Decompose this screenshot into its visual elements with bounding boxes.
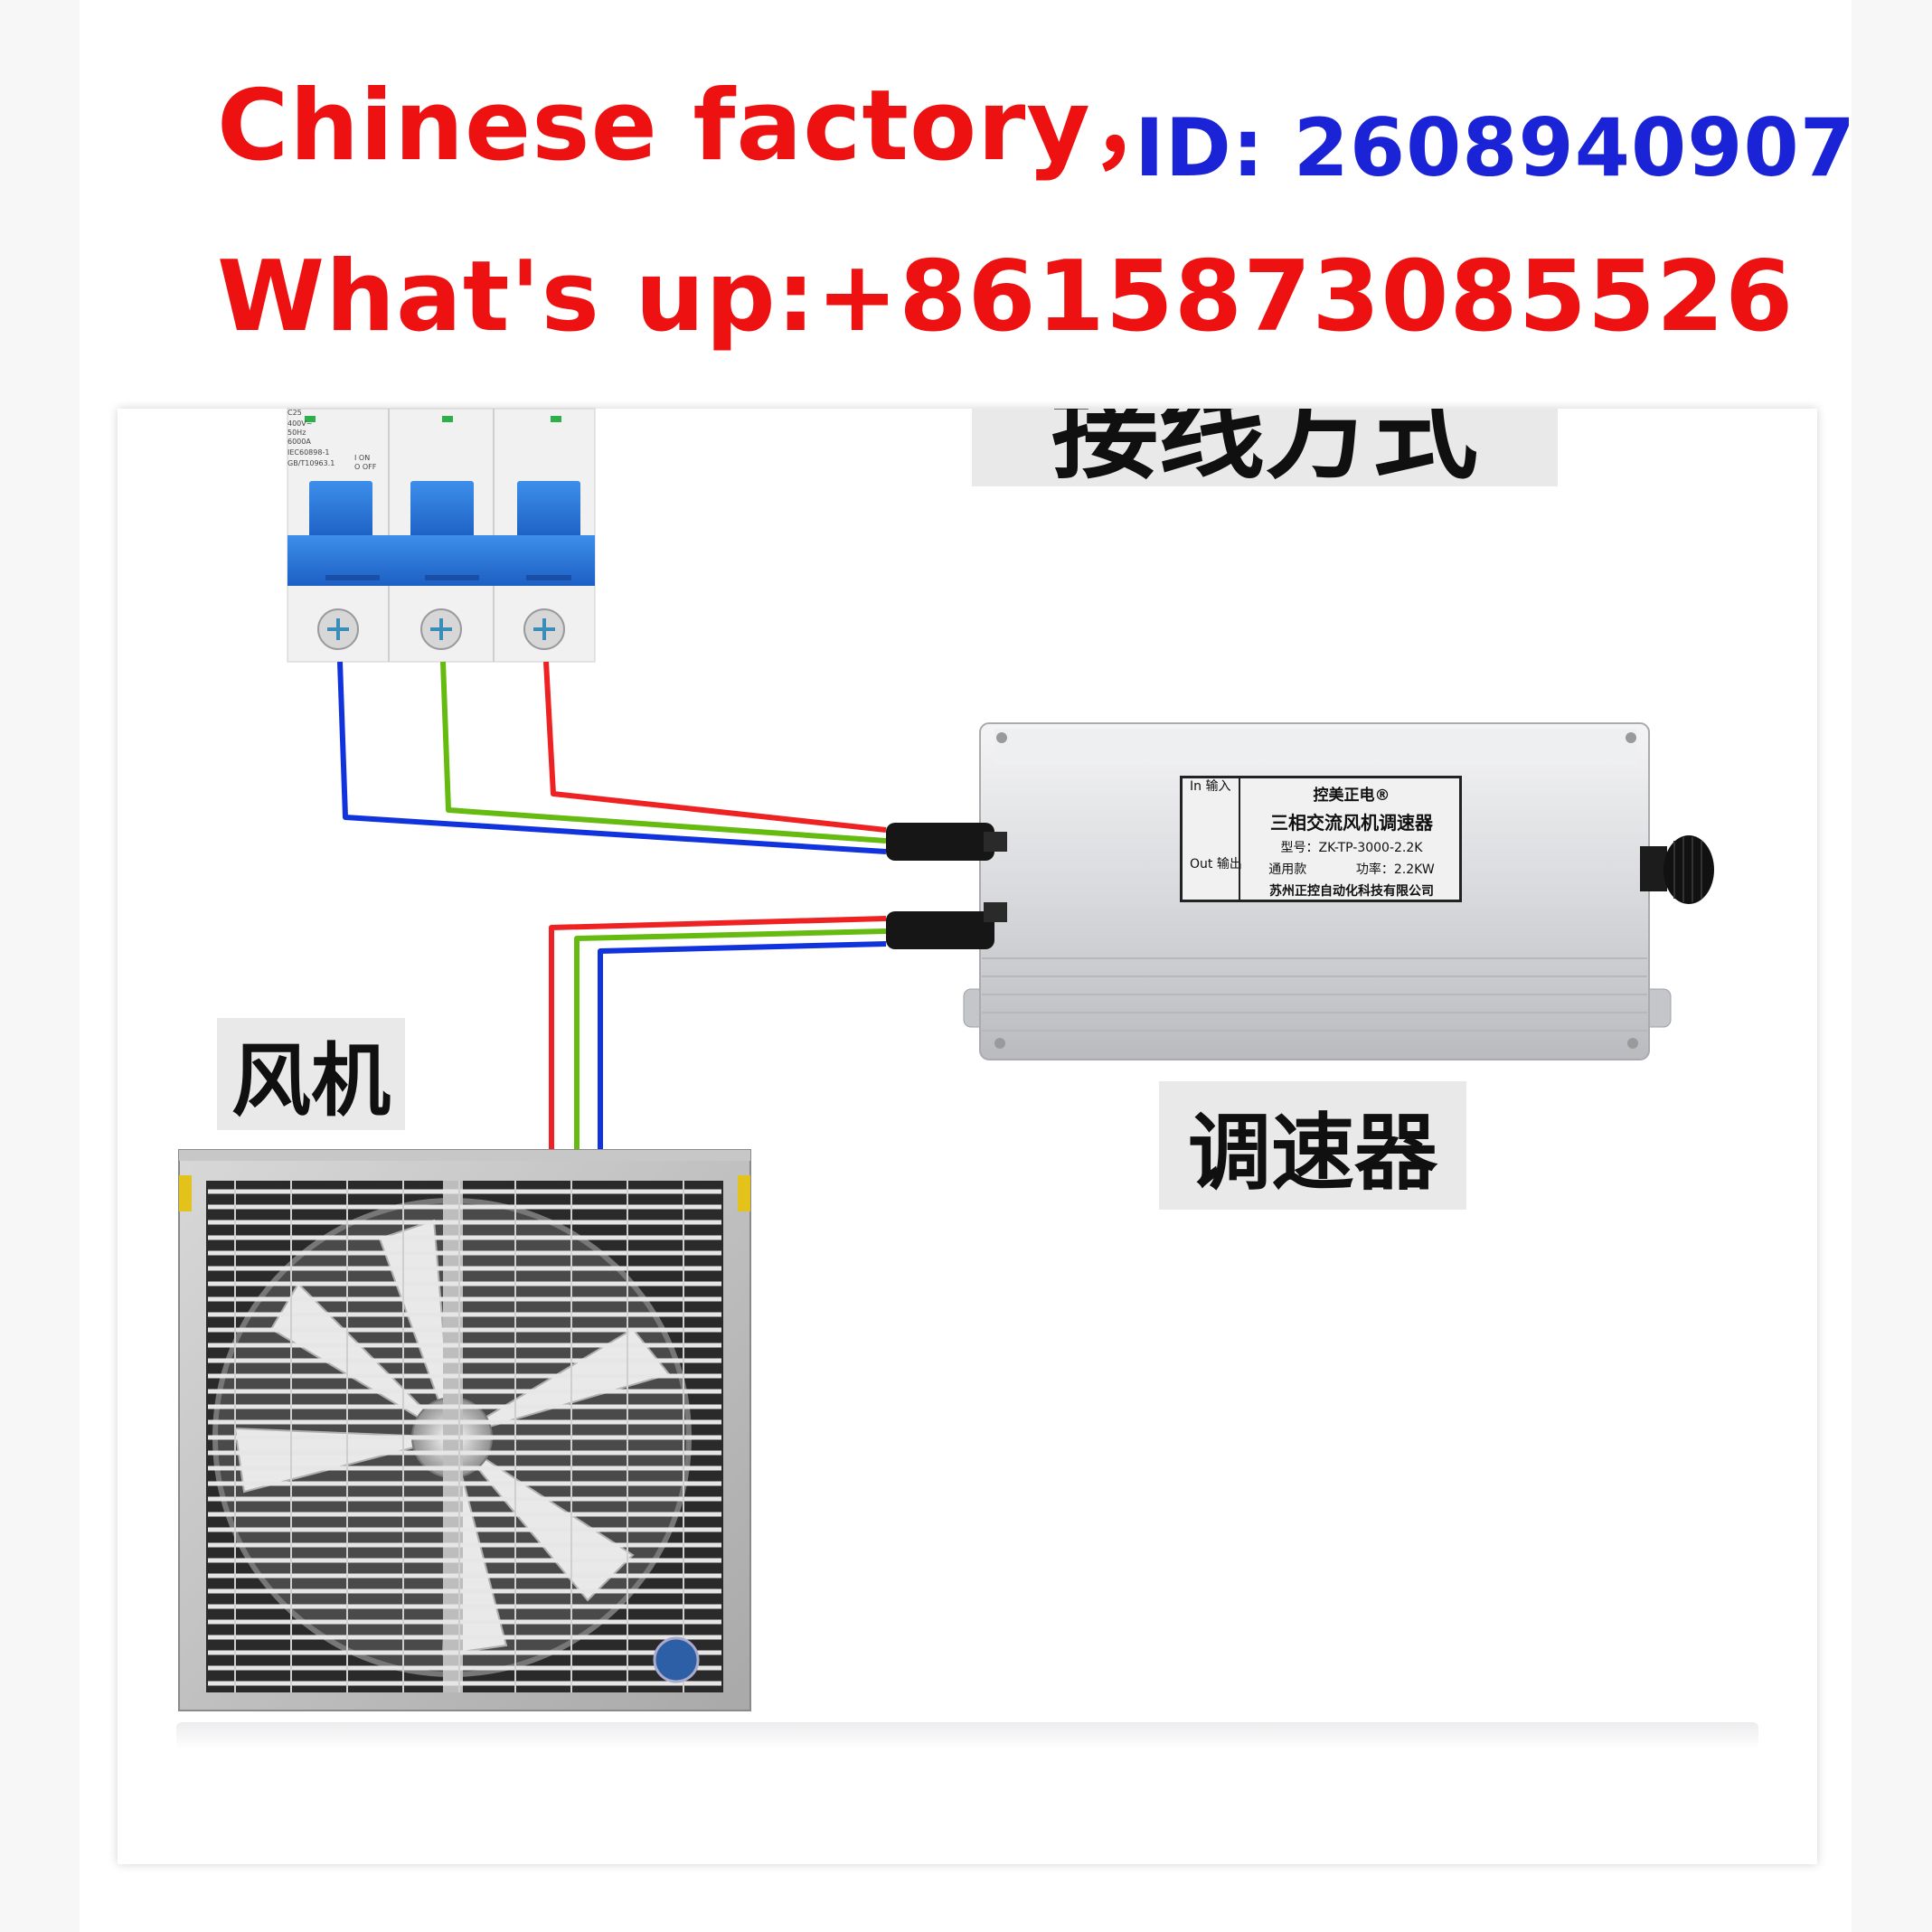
nameplate-title: 三相交流风机调速器 <box>1270 812 1433 834</box>
breaker-off-label: O OFF <box>354 463 377 471</box>
breaker-rating: C25 <box>287 409 302 417</box>
nameplate-model: 型号：ZK-TP-3000-2.2K <box>1280 841 1423 855</box>
nameplate-output-label: Out 输出 <box>1190 857 1242 872</box>
input-wires <box>337 661 887 854</box>
wiring-method-title-text: 接线方式 <box>1051 409 1478 486</box>
breaker-spec-gb: GB/T10963.1 <box>287 459 335 467</box>
output-wires <box>549 916 887 1150</box>
id-heading: ID: 2608940907 <box>1135 101 1856 194</box>
fan-label: 风机 <box>217 1018 405 1130</box>
nameplate-brand: 控美正电® <box>1313 787 1390 805</box>
nameplate-divider <box>1239 778 1240 900</box>
nameplate-company: 苏州正控自动化科技有限公司 <box>1269 884 1434 899</box>
nameplate-power: 功率：2.2KW <box>1355 862 1435 877</box>
wiring-method-title: 接线方式 <box>972 409 1558 486</box>
breaker-spec-iec: IEC60898-1 <box>287 448 330 457</box>
breaker-spec-frequency: 50Hz <box>287 429 306 437</box>
exhaust-fan <box>178 1149 751 1711</box>
circuit-breaker <box>287 408 596 663</box>
breaker-spec-capacity: 6000A <box>287 438 311 446</box>
panel-floor-shadow <box>176 1722 1758 1749</box>
breaker-on-label: I ON <box>354 454 371 462</box>
breaker-spec-voltage: 400V~ <box>287 419 313 428</box>
whatsapp-heading: What's up:+8615873085526 <box>217 240 1795 353</box>
controller-nameplate: In 输入 Out 输出 控美正电® 三相交流风机调速器 型号：ZK-TP-30… <box>1180 776 1462 902</box>
nameplate-input-label: In 输入 <box>1190 779 1231 794</box>
nameplate-type: 通用款 <box>1268 862 1307 877</box>
factory-heading: Chinese factory， <box>217 70 1190 183</box>
controller-label: 调速器 <box>1159 1081 1466 1210</box>
